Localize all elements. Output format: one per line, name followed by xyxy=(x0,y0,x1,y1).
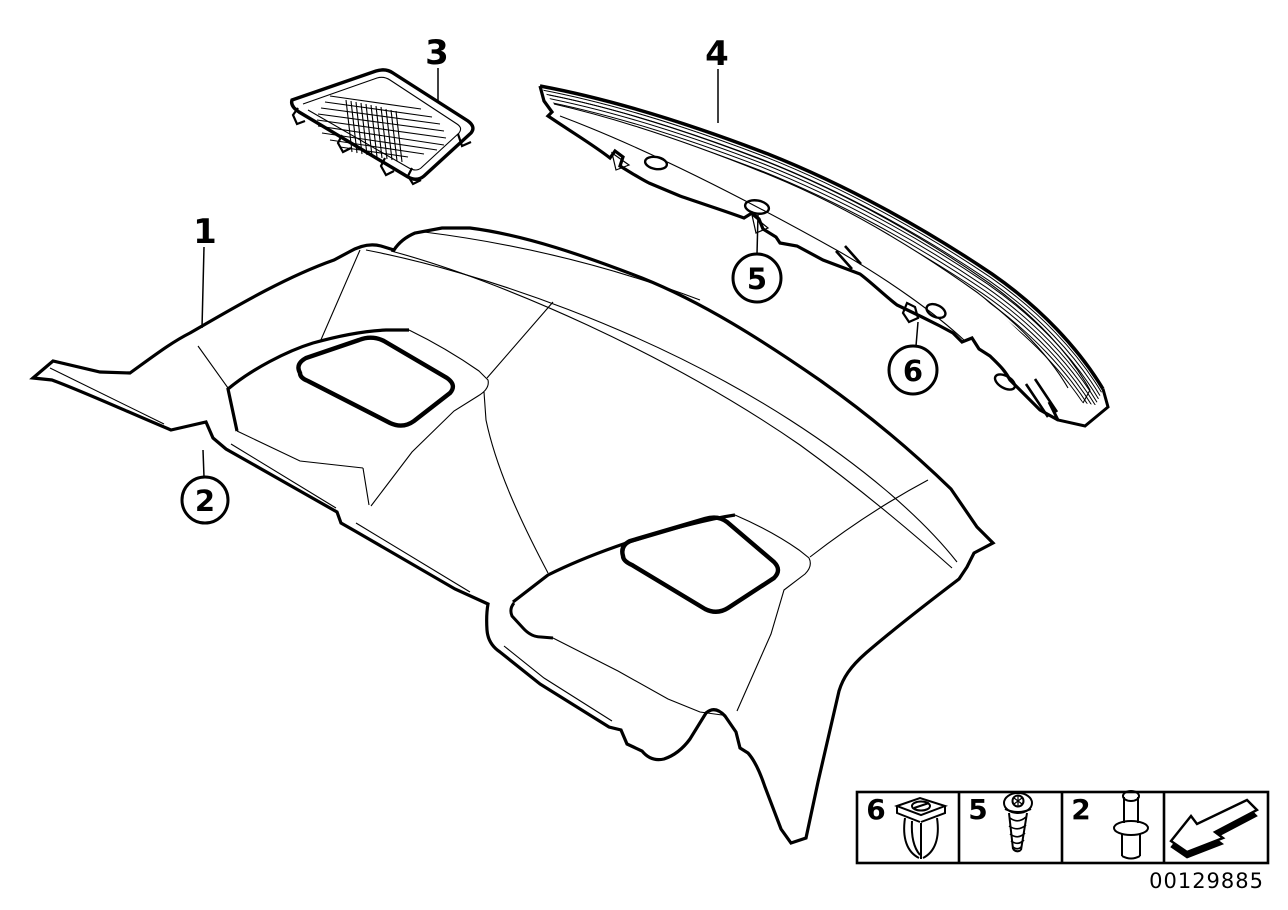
legend-label-6: 6 xyxy=(866,793,885,826)
parcel-shelf-part xyxy=(29,226,996,845)
callout-circle-2 xyxy=(180,475,230,525)
speaker-opening-left xyxy=(296,335,456,428)
callout-6: 6 xyxy=(903,354,923,388)
trim-clip-detail xyxy=(901,301,920,324)
rear-window-trim-part xyxy=(538,84,1110,428)
leader-line-5 xyxy=(756,214,759,255)
fastener-legend-table xyxy=(855,790,1270,865)
callout-1: 1 xyxy=(193,212,217,252)
callout-circle-6 xyxy=(887,344,939,396)
torx-screw-icon xyxy=(1003,792,1033,853)
expanding-nut-icon xyxy=(894,796,949,859)
leader-line-2 xyxy=(202,449,205,478)
grille-mesh-hatch xyxy=(316,95,447,163)
leader-line-6 xyxy=(915,321,919,347)
speaker-opening-center xyxy=(620,515,781,614)
legend-label-2: 2 xyxy=(1071,793,1090,826)
callout-3: 3 xyxy=(425,33,449,73)
speaker-pod-center xyxy=(483,391,929,716)
leader-line-1 xyxy=(201,246,205,329)
callout-5: 5 xyxy=(747,262,767,296)
callout-2: 2 xyxy=(195,484,215,518)
grille-clips xyxy=(291,107,472,186)
speaker-grille-cover-part xyxy=(289,68,475,186)
callout-4: 4 xyxy=(705,34,729,74)
legend-label-5: 5 xyxy=(968,793,987,826)
callout-circle-5 xyxy=(731,252,783,304)
part-number: 00129885 xyxy=(1149,869,1264,893)
direction-of-travel-arrow-icon xyxy=(1169,798,1260,859)
callouts xyxy=(180,68,939,525)
blind-rivet-icon xyxy=(1113,790,1149,860)
speaker-pod-left xyxy=(197,249,554,507)
